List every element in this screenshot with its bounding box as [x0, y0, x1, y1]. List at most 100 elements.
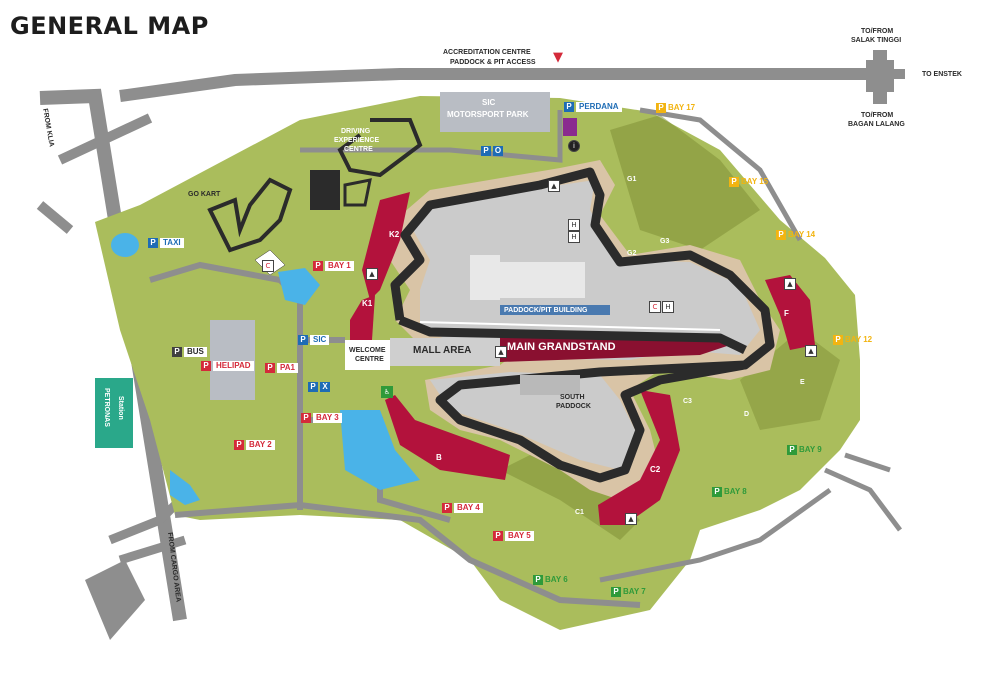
driving-centre-building — [310, 170, 340, 210]
road-from-klia — [39, 88, 187, 622]
petronas-label-1: PETRONAS — [103, 388, 110, 427]
sic-park-label-1: SIC — [482, 98, 496, 107]
stand-c2-label: C2 — [650, 465, 661, 474]
road-inner-bays — [639, 107, 803, 242]
driving-label-2: EXPERIENCE — [334, 137, 380, 144]
stand-c2 — [598, 390, 680, 525]
lake-south — [170, 470, 200, 505]
stand-f-label: F — [784, 309, 789, 318]
driving-label-1: DRIVING — [341, 128, 371, 135]
road-inner-east — [599, 487, 832, 583]
south-paddock-block — [520, 375, 580, 395]
stand-e-seat-icon: ▲ — [805, 345, 817, 357]
lake-main — [340, 410, 420, 490]
paddock-pit-access-label: PADDOCK & PIT ACCESS — [450, 59, 536, 66]
stand-d-label: D — [744, 411, 750, 418]
paddock-pit-label: PADDOCK/PIT BUILDING — [504, 307, 588, 314]
accreditation-label: ACCREDITATION CENTRE — [443, 49, 531, 56]
welcome-label-2: CENTRE — [355, 356, 384, 363]
road-main-north — [119, 68, 880, 102]
medical-centre-icon: C — [649, 301, 661, 313]
stand-c2-seat-icon: ▲ — [625, 513, 637, 525]
road-east-out — [823, 452, 902, 532]
stand-f-seat-icon: ▲ — [784, 278, 796, 290]
arrow-down-icon: ▼ — [553, 50, 563, 65]
to-salak-label-1: TO/FROM — [861, 28, 894, 35]
lake-north — [278, 268, 320, 305]
to-bagan-label-1: TO/FROM — [861, 112, 894, 119]
to-bagan-label-2: BAGAN LALANG — [848, 121, 905, 128]
infield-south — [430, 372, 640, 470]
road-klia-branch — [36, 113, 153, 234]
paddock-building — [500, 305, 610, 315]
road-inner-south — [174, 501, 641, 608]
go-kart-track — [207, 177, 293, 253]
race-track — [390, 167, 775, 483]
to-salak-label-2: SALAK TINGGI — [851, 37, 902, 44]
sic-park-label-2: MOTORSPORT PARK — [447, 110, 529, 119]
petronas-station — [95, 378, 133, 448]
driving-centre-loop — [343, 178, 372, 207]
to-enstek-label: TO ENSTEK — [922, 71, 962, 78]
stand-c3-label: C3 — [683, 398, 692, 405]
road-inner-north — [300, 110, 563, 163]
stand-e-label: E — [800, 379, 805, 386]
accessibility-icon: ♿ — [381, 386, 393, 398]
driving-label-3: CENTRE — [344, 146, 373, 153]
south-paddock-label-2: PADDOCK — [556, 403, 591, 410]
stand-g2-label: G2 — [627, 250, 637, 257]
welcome-label-1: WELCOME — [349, 347, 386, 354]
stand-k2-label: K2 — [389, 230, 400, 239]
gate-icon: ▲ — [548, 180, 560, 192]
stand-b — [385, 395, 510, 480]
lake-taxi — [111, 233, 139, 257]
helipad-h-icon-1: H — [568, 219, 580, 231]
stand-g1-label: G1 — [627, 176, 637, 183]
paddock-block-2 — [500, 262, 585, 298]
stand-k1 — [350, 295, 375, 345]
south-paddock-label-1: SOUTH — [560, 394, 585, 401]
helipad-h-icon-2: H — [568, 231, 580, 243]
map-title: GENERAL MAP — [10, 12, 209, 40]
perdana-building — [563, 118, 577, 136]
land-dark-patch-1 — [610, 115, 760, 250]
welcome-centre-block — [345, 340, 390, 370]
stand-c1-label: C1 — [575, 509, 584, 516]
mall-area-label: MALL AREA — [413, 345, 472, 356]
helipad-area — [210, 320, 255, 400]
mall-area-block — [390, 338, 500, 366]
pit-lane — [419, 321, 721, 331]
medical-icon: C — [262, 260, 274, 272]
motorsport-park-area — [440, 92, 550, 132]
stand-k2-seat-icon: ▲ — [366, 268, 378, 280]
hospital-h-icon: H — [662, 301, 674, 313]
stand-b-label: B — [436, 453, 442, 462]
stand-g3-label: G3 — [660, 238, 670, 245]
info-icon: i — [568, 140, 580, 152]
paddock-block-1 — [470, 255, 500, 300]
cargo-block — [85, 560, 145, 640]
grandstand-seat-icon: ▲ — [495, 346, 507, 358]
